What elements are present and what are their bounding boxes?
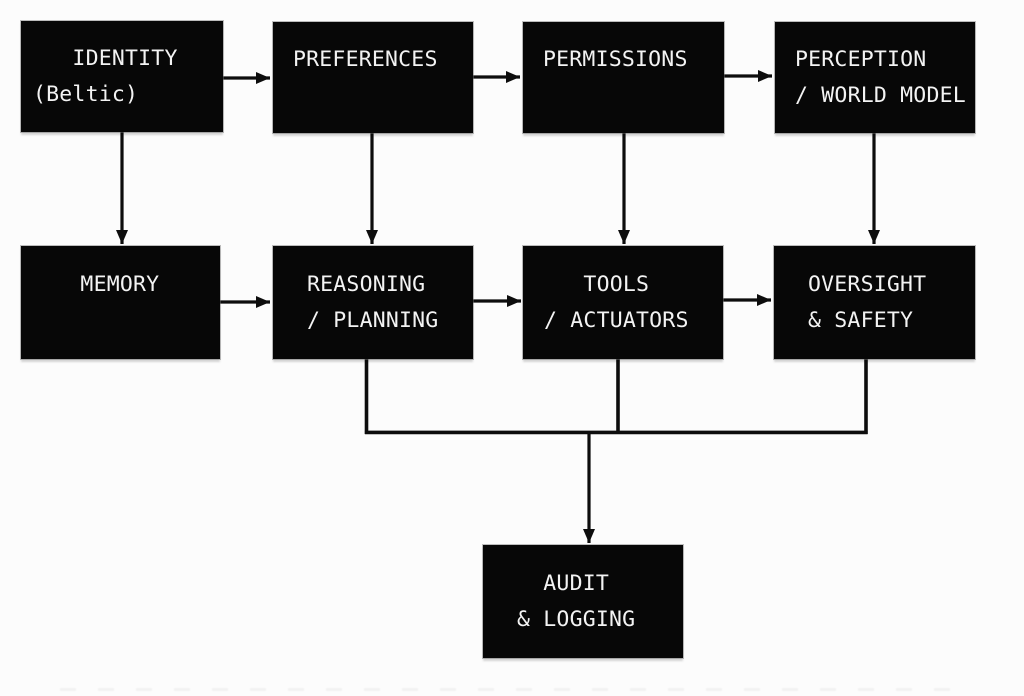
node-preferences: PREFERENCES — [273, 22, 473, 133]
node-perception-label: PERCEPTION / WORLD MODEL — [795, 46, 966, 108]
background-noise-artifact — [60, 688, 964, 691]
node-identity-label: IDENTITY (Beltic) — [33, 45, 178, 107]
node-tools-label: TOOLS / ACTUATORS — [544, 271, 689, 333]
node-tools-actuators: TOOLS / ACTUATORS — [523, 246, 723, 359]
node-oversight-safety: OVERSIGHT & SAFETY — [774, 246, 975, 359]
node-audit-logging: AUDIT & LOGGING — [483, 545, 683, 658]
node-memory-label: MEMORY — [41, 271, 160, 297]
node-identity: IDENTITY (Beltic) — [21, 21, 223, 132]
node-reasoning-label: REASONING / PLANNING — [307, 271, 439, 333]
node-oversight-label: OVERSIGHT & SAFETY — [808, 271, 927, 333]
node-permissions-label: PERMISSIONS — [543, 46, 688, 72]
node-preferences-label: PREFERENCES — [293, 46, 438, 72]
node-audit-label: AUDIT & LOGGING — [517, 570, 636, 632]
node-memory: MEMORY — [21, 246, 220, 359]
node-permissions: PERMISSIONS — [523, 22, 724, 133]
node-perception-world-model: PERCEPTION / WORLD MODEL — [775, 22, 975, 133]
node-reasoning-planning: REASONING / PLANNING — [273, 246, 473, 359]
